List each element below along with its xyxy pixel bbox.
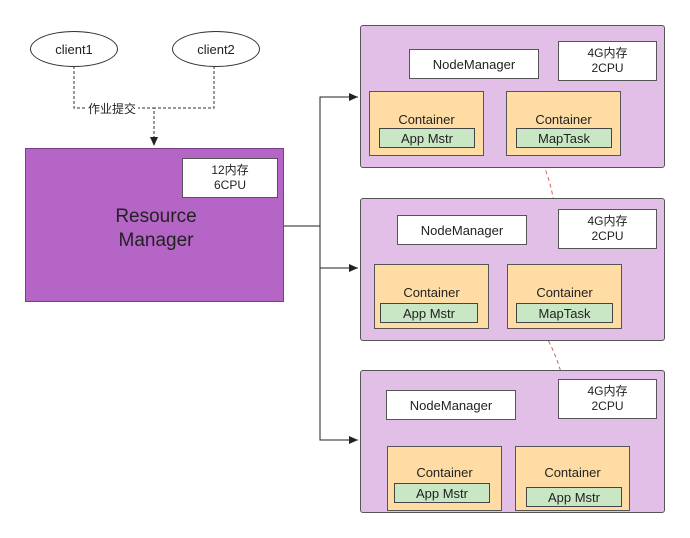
map-task: MapTask: [516, 128, 612, 148]
node2-spec-cpu: 2CPU: [591, 229, 624, 243]
node3-spec-memory: 4G内存: [587, 384, 628, 398]
node3-container-2: Container App Mstr: [515, 446, 630, 511]
app-master-task: App Mstr: [526, 487, 622, 507]
client2-label: client2: [197, 41, 235, 57]
submit-label: 作业提交: [86, 100, 139, 117]
rm-to-node2-line: [319, 226, 358, 272]
node1-name-box: NodeManager: [409, 49, 539, 79]
container-label: Container: [535, 112, 592, 127]
node1-container-1: Container App Mstr: [369, 91, 484, 156]
resource-manager: 12内存 6CPU Resource Manager: [25, 148, 284, 302]
node-manager-3: NodeManager 4G内存 2CPU Container App Mstr…: [360, 370, 665, 513]
resource-manager-spec: 12内存 6CPU: [182, 158, 278, 198]
node2-name-box: NodeManager: [397, 215, 527, 245]
rm-to-node1-line: [319, 93, 358, 226]
node1-container-2: Container MapTask: [506, 91, 621, 156]
node3-container-1: Container App Mstr: [387, 446, 502, 511]
node2-container-2: Container MapTask: [507, 264, 622, 329]
client1-label: client1: [55, 41, 93, 57]
container-label: Container: [536, 285, 593, 300]
node2-container-1: Container App Mstr: [374, 264, 489, 329]
node3-spec-cpu: 2CPU: [591, 399, 624, 413]
container-label: Container: [544, 465, 601, 480]
node3-name-box: NodeManager: [386, 390, 516, 420]
client1-node: client1: [30, 31, 118, 67]
node1-name: NodeManager: [432, 56, 516, 72]
container-label: Container: [403, 285, 460, 300]
node-manager-2: NodeManager 4G内存 2CPU Container App Mstr…: [360, 198, 665, 341]
container-label: Container: [398, 112, 455, 127]
resource-manager-title: Resource Manager: [81, 205, 231, 253]
node2-spec-memory: 4G内存: [587, 214, 628, 228]
map-task: MapTask: [516, 303, 613, 323]
app-master-task: App Mstr: [379, 128, 475, 148]
node1-spec-memory: 4G内存: [587, 46, 628, 60]
app-master-task: App Mstr: [380, 303, 478, 323]
rm-title-line1: Resource: [115, 206, 197, 227]
rm-to-node3-line: [319, 226, 358, 444]
node2-spec: 4G内存 2CPU: [558, 209, 657, 249]
node2-name: NodeManager: [420, 222, 504, 238]
node3-name: NodeManager: [409, 397, 493, 413]
node-manager-1: NodeManager 4G内存 2CPU Container App Mstr…: [360, 25, 665, 168]
node1-spec-cpu: 2CPU: [591, 61, 624, 75]
node1-spec: 4G内存 2CPU: [558, 41, 657, 81]
rm-title-line2: Manager: [118, 230, 194, 251]
client2-node: client2: [172, 31, 260, 67]
client2-submit-line: [154, 66, 215, 109]
rm-spec-cpu: 6CPU: [213, 178, 246, 192]
container-label: Container: [416, 465, 473, 480]
rm-spec-memory: 12内存: [211, 163, 249, 177]
app-master-task: App Mstr: [394, 483, 490, 503]
node3-spec: 4G内存 2CPU: [558, 379, 657, 419]
